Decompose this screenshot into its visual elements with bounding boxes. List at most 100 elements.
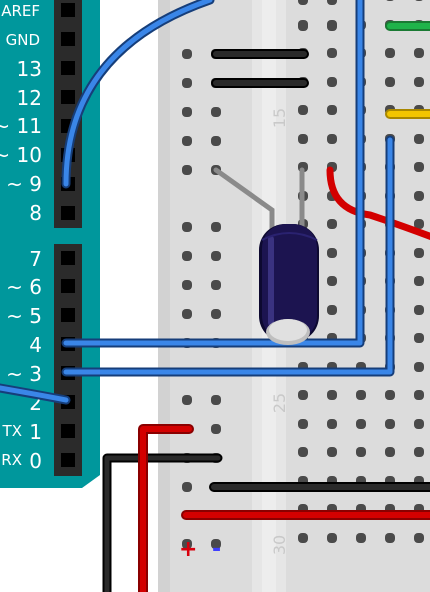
breadboard-hole <box>415 0 423 1</box>
red-wire-upper <box>326 166 430 241</box>
pin-label-4: 4 <box>29 333 42 357</box>
rail-minus-label: - <box>212 537 221 562</box>
breadboard-hole <box>386 0 394 1</box>
row-number-15: 15 <box>270 108 289 128</box>
breadboard-hole <box>414 533 424 543</box>
breadboard-hole <box>414 162 424 172</box>
breadboard-hole <box>327 219 337 229</box>
breadboard-hole <box>327 305 337 315</box>
pin-label-rx: RX <box>1 451 22 469</box>
breadboard-hole <box>327 21 337 31</box>
breadboard-hole <box>298 533 308 543</box>
breadboard-hole <box>414 333 424 343</box>
pin-label-0: 0 <box>29 449 42 473</box>
breadboard-hole <box>211 136 221 146</box>
arduino-header-lower <box>54 244 82 476</box>
pin-label-3: ~ 3 <box>6 362 42 386</box>
blue-wire-pin4 <box>63 0 363 346</box>
header-pin-socket <box>61 453 75 467</box>
capacitor-top-ring <box>261 232 318 241</box>
breadboard-hole <box>327 390 337 400</box>
breadboard-hole <box>211 424 221 434</box>
breadboard-hole <box>211 539 221 549</box>
breadboard-hole <box>414 419 424 429</box>
capacitor-leads <box>213 167 305 235</box>
breadboard-hole <box>327 134 337 144</box>
pin-label-6: ~ 6 <box>6 275 42 299</box>
blue-wire-pin2 <box>0 385 69 403</box>
breadboard-hole <box>298 390 308 400</box>
breadboard-hole <box>414 276 424 286</box>
breadboard-hole <box>385 419 395 429</box>
breadboard-hole <box>414 191 424 201</box>
breadboard-hole <box>211 395 221 405</box>
arduino-board <box>0 0 100 488</box>
pin-label-12: 12 <box>17 86 42 110</box>
pin-label-8: 8 <box>29 201 42 225</box>
pin-label-tx: TX <box>2 422 22 440</box>
blue-wire-pin9 <box>63 0 213 187</box>
black-ground-wire <box>104 455 221 592</box>
breadboard-hole <box>356 390 366 400</box>
breadboard-hole <box>385 533 395 543</box>
breadboard-hole <box>356 419 366 429</box>
breadboard-hole <box>414 447 424 457</box>
breadboard-hole <box>182 78 192 88</box>
header-pin-socket <box>61 308 75 322</box>
breadboard-hole <box>298 21 308 31</box>
pin-label-10: ~ 10 <box>0 143 42 167</box>
breadboard-hole <box>298 0 308 5</box>
header-pin-socket <box>61 32 75 46</box>
red-power-wire <box>140 426 192 592</box>
breadboard-hole <box>356 533 366 543</box>
breadboard-hole <box>414 134 424 144</box>
capacitor-lead-negative <box>213 167 275 235</box>
breadboard-hole <box>414 248 424 258</box>
breadboard-hole <box>182 251 192 261</box>
row-number-30: 30 <box>270 535 289 555</box>
breadboard-hole <box>327 48 337 58</box>
pin-label-gnd: GND <box>6 31 40 49</box>
breadboard-hole <box>211 251 221 261</box>
header-pin-socket <box>61 3 75 17</box>
header-pin-socket <box>61 61 75 75</box>
pin-label-11: ~ 11 <box>0 114 42 138</box>
breadboard-hole <box>211 107 221 117</box>
pin-label-5: ~ 5 <box>6 304 42 328</box>
breadboard-hole <box>327 248 337 258</box>
breadboard-hole <box>414 362 424 372</box>
breadboard-hole <box>182 136 192 146</box>
capacitor-body <box>262 224 317 340</box>
pin-label-aref: AREF <box>1 2 40 20</box>
breadboard-hole <box>211 309 221 319</box>
capacitor-highlight <box>268 236 274 326</box>
breadboard-hole <box>182 482 192 492</box>
breadboard-hole <box>298 419 308 429</box>
breadboard-hole <box>182 49 192 59</box>
breadboard-hole <box>211 280 221 290</box>
breadboard-hole <box>414 390 424 400</box>
electrolytic-capacitor <box>259 224 319 345</box>
breadboard-hole <box>298 447 308 457</box>
breadboard-hole <box>327 447 337 457</box>
breadboard-hole <box>182 539 192 549</box>
breadboard-hole <box>414 219 424 229</box>
breadboard-hole <box>327 419 337 429</box>
header-pin-socket <box>61 279 75 293</box>
capacitor-base-highlight <box>269 319 307 341</box>
breadboard-hole <box>385 447 395 457</box>
header-pin-socket <box>61 251 75 265</box>
breadboard-hole <box>182 165 192 175</box>
pin-label-9: ~ 9 <box>6 172 42 196</box>
breadboard-hole <box>414 305 424 315</box>
header-pin-socket <box>61 424 75 438</box>
pin-label-1: 1 <box>29 420 42 444</box>
breadboard-hole <box>327 0 337 5</box>
breadboard-edge <box>158 0 170 592</box>
breadboard-hole <box>385 390 395 400</box>
row-number-25: 25 <box>270 393 289 413</box>
header-pin-socket <box>61 206 75 220</box>
breadboard-hole <box>327 105 337 115</box>
breadboard-hole <box>414 77 424 87</box>
